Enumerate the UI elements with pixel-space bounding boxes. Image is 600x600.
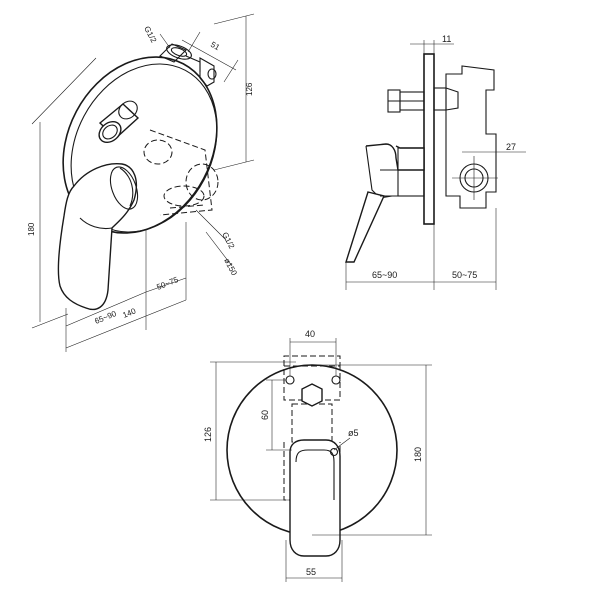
iso-hidden-body (143, 129, 219, 216)
side-valve-body (433, 65, 498, 209)
side-wall-plate (423, 53, 435, 225)
iso-label-inlet-bottom: G1/2 (220, 231, 236, 251)
iso-diverter-knob (98, 100, 140, 144)
iso-label-depth-50-75: 50~75 (155, 275, 180, 292)
side-handle (345, 143, 425, 263)
front-diverter-hex (301, 383, 323, 407)
front-label-spacing-60: 60 (260, 410, 270, 420)
iso-label-height-180: 180 (27, 222, 36, 236)
front-label-height-126: 126 (203, 427, 213, 442)
front-label-width-40: 40 (305, 329, 315, 339)
side-label-plate-11: 11 (442, 34, 451, 44)
iso-label-depth-140: 140 (121, 306, 137, 320)
side-label-range-65-90: 65~90 (372, 270, 397, 280)
iso-label-width-51: 51 (209, 40, 222, 53)
front-label-hole-5: ø5 (348, 428, 359, 438)
side-label-range-50-75: 50~75 (452, 270, 477, 280)
isometric-view: G1/2 51 126 180 65~90 140 50~75 G1/2 ø15… (27, 13, 255, 352)
side-diverter-knob (387, 89, 425, 113)
side-label-inlet-27: 27 (506, 142, 516, 152)
iso-top-inlet (159, 43, 217, 87)
front-view: 40 126 60 ø5 180 55 (203, 329, 432, 582)
front-label-width-55: 55 (306, 567, 316, 577)
iso-handle (57, 163, 139, 311)
side-view: 11 27 65~90 50~75 (345, 34, 526, 290)
iso-label-depth-65-90: 65~90 (93, 309, 118, 326)
front-label-height-180: 180 (413, 447, 423, 462)
iso-label-diameter-150: ø150 (222, 257, 239, 278)
front-handle (289, 439, 341, 557)
iso-label-inlet-top: G1/2 (142, 25, 158, 45)
iso-label-depth-126: 126 (245, 82, 254, 96)
